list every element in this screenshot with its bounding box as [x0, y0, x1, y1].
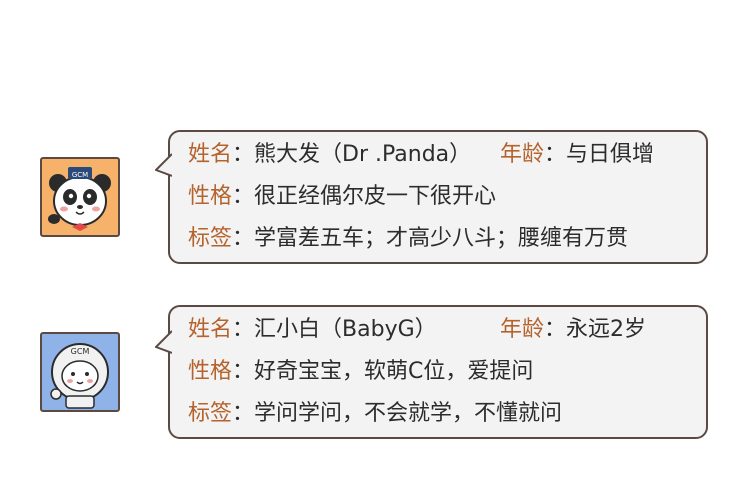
separator: ：	[544, 142, 567, 167]
age-group: 年龄：与日俱增	[500, 140, 654, 170]
personality-row: 性格：好奇宝宝，软萌C位，爱提问	[188, 357, 533, 387]
separator: ：	[232, 226, 255, 251]
profile-bubble: 姓名：熊大发（Dr .Panda） 年龄：与日俱增 性格：很正经偶尔皮一下很开心…	[155, 130, 708, 264]
age-label: 年龄	[500, 142, 545, 167]
separator: ：	[232, 359, 255, 384]
separator: ：	[232, 317, 255, 342]
personality-label: 性格	[188, 359, 233, 384]
separator: ：	[544, 317, 567, 342]
name-value: 熊大发（Dr .Panda）	[254, 142, 472, 167]
tags-row: 标签：学富差五车；才高少八斗；腰缠有万贯	[188, 224, 628, 254]
name-row: 姓名：熊大发（Dr .Panda） 年龄：与日俱增	[188, 140, 698, 170]
age-value: 与日俱增	[566, 142, 655, 167]
age-label: 年龄	[500, 317, 545, 342]
age-group: 年龄：永远2岁	[500, 315, 646, 345]
personality-value: 很正经偶尔皮一下很开心	[254, 184, 497, 209]
tags-label: 标签	[188, 226, 233, 251]
avatar-badge-text: GCM	[71, 347, 90, 356]
tags-label: 标签	[188, 401, 233, 426]
separator: ：	[232, 142, 255, 167]
name-label: 姓名	[188, 317, 233, 342]
astronaut-avatar-icon: GCM	[40, 332, 120, 412]
name-row: 姓名：汇小白（BabyG） 年龄：永远2岁	[188, 315, 698, 345]
tags-row: 标签：学问学问，不会就学，不懂就问	[188, 399, 562, 429]
personality-label: 性格	[188, 184, 233, 209]
panda-avatar-icon: GCM	[40, 157, 120, 237]
tags-value: 学问学问，不会就学，不懂就问	[254, 401, 563, 426]
name-label: 姓名	[188, 142, 233, 167]
age-value: 永远2岁	[566, 317, 647, 342]
bubble-tail	[155, 153, 172, 177]
avatar-badge-text: GCM	[72, 171, 88, 179]
personality-value: 好奇宝宝，软萌C位，爱提问	[254, 359, 534, 384]
name-value: 汇小白（BabyG）	[254, 317, 437, 342]
separator: ：	[232, 401, 255, 426]
profile-bubble: 姓名：汇小白（BabyG） 年龄：永远2岁 性格：好奇宝宝，软萌C位，爱提问 标…	[155, 305, 708, 439]
bubble-tail	[155, 330, 172, 354]
tags-value: 学富差五车；才高少八斗；腰缠有万贯	[254, 226, 629, 251]
personality-row: 性格：很正经偶尔皮一下很开心	[188, 182, 496, 212]
separator: ：	[232, 184, 255, 209]
